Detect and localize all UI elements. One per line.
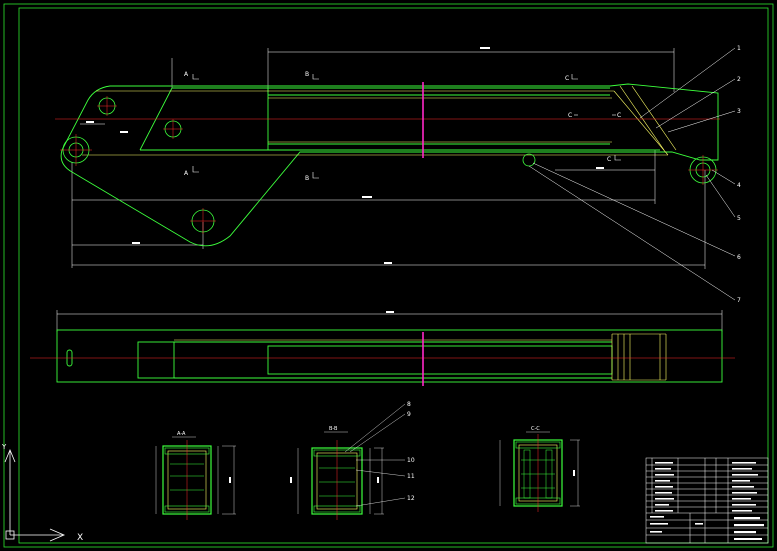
balloon-6: 6 xyxy=(737,254,741,261)
section-mark-c-mid-left: C xyxy=(568,112,572,119)
pin-center-marks xyxy=(60,96,718,234)
plan-dimension xyxy=(56,310,723,332)
section-c-title: C-C xyxy=(531,426,540,432)
plan-end-plates xyxy=(174,333,667,381)
section-a-title: A-A xyxy=(177,431,186,437)
section-mark-a-bottom: A xyxy=(184,170,189,177)
balloon-7: 7 xyxy=(737,297,741,304)
balloon-3: 3 xyxy=(737,108,741,115)
balloon-9: 9 xyxy=(407,411,411,418)
boom-elevation-view: A A B B C C C C 1 2 3 4 5 6 7 xyxy=(55,45,741,304)
section-mark-c-mid-right: C xyxy=(617,112,621,119)
balloon-4: 4 xyxy=(737,182,741,189)
balloon-10: 10 xyxy=(407,457,415,464)
boom-inner-plates xyxy=(82,85,677,156)
leader-lines xyxy=(528,47,736,301)
section-mark-b-bottom: B xyxy=(305,175,309,182)
balloon-2: 2 xyxy=(737,76,741,83)
plan-dimension-text xyxy=(386,311,394,313)
balloon-1: 1 xyxy=(737,45,741,52)
section-mark-b-top: B xyxy=(305,71,309,78)
section-c-c: C-C xyxy=(499,426,580,512)
section-b-title: B-B xyxy=(329,426,338,432)
section-cut-marks xyxy=(192,74,621,179)
drawing-frame xyxy=(3,3,774,548)
balloon-8: 8 xyxy=(407,401,411,408)
balloon-11: 11 xyxy=(407,473,415,480)
ucs-icon xyxy=(4,448,66,542)
balloon-5: 5 xyxy=(737,215,741,222)
boom-plan-view xyxy=(30,310,735,386)
ucs-x-label: X xyxy=(77,533,83,543)
part-balloons: 1 2 3 4 5 6 7 xyxy=(737,45,741,304)
section-b-b: B-B 8 9 10 11 12 xyxy=(290,401,415,520)
ucs-y-label: Y xyxy=(1,443,7,451)
title-block xyxy=(645,457,769,544)
section-mark-c-top: C xyxy=(565,75,569,82)
boom-body-outline xyxy=(60,83,719,247)
section-a-a: A-A xyxy=(155,431,236,520)
section-mark-a-top: A xyxy=(184,71,189,78)
balloon-12: 12 xyxy=(407,495,415,502)
section-mark-c-bottom: C xyxy=(607,156,611,163)
elevation-dimension-texts xyxy=(86,47,604,264)
title-block-fills xyxy=(650,462,764,540)
plan-outline xyxy=(56,329,723,383)
